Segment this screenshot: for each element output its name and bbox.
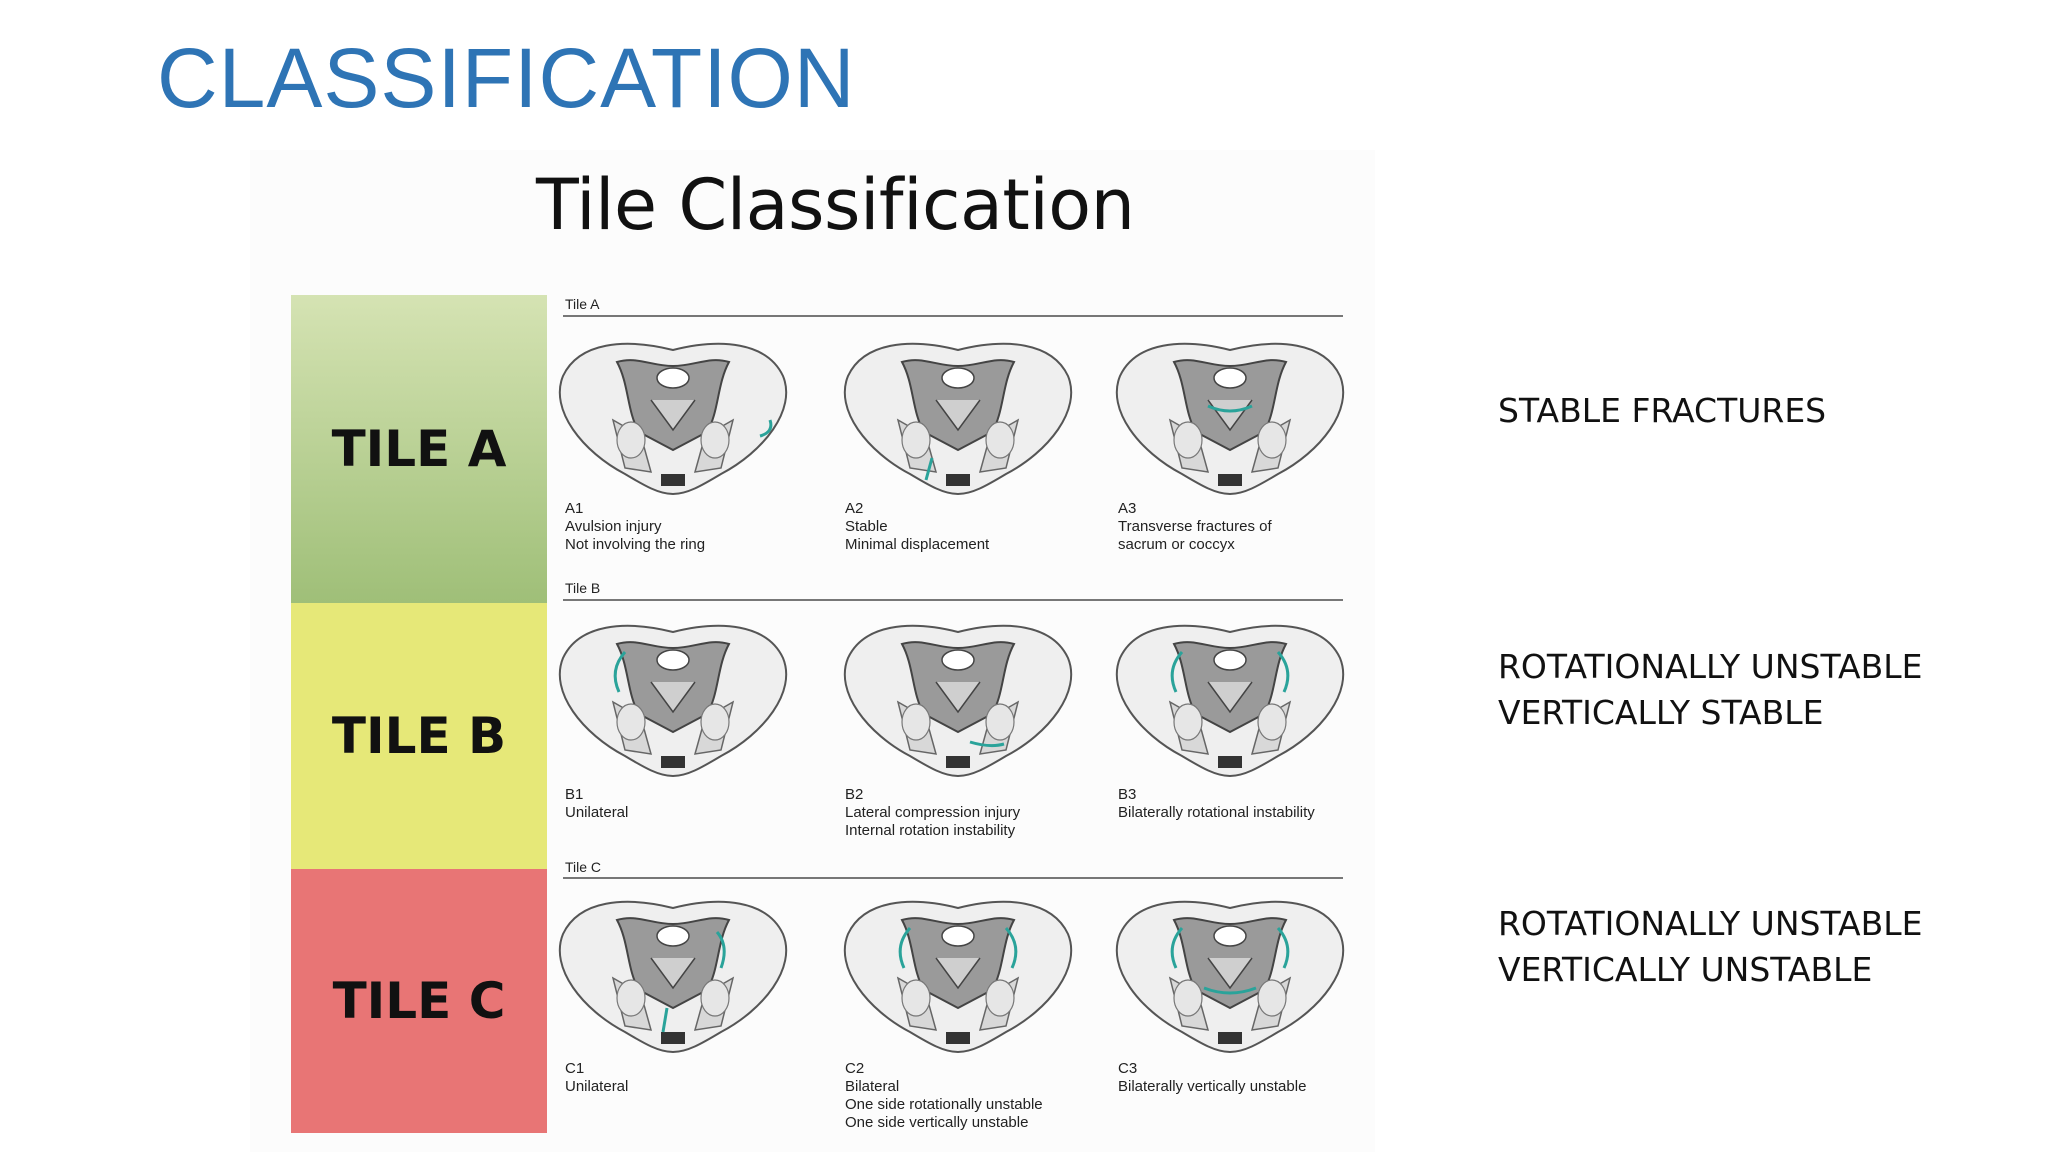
tile-a-band: TILE A (291, 295, 547, 603)
row-label-tile-c: Tile C (565, 859, 602, 875)
caption-code: B2 (845, 786, 864, 803)
row-label-tile-a: Tile A (565, 296, 600, 312)
description-line: STABLE FRACTURES (1498, 391, 1827, 430)
pelvis-c3-icon (1115, 900, 1345, 1053)
tile-c-label: TILE C (332, 972, 506, 1030)
pelvis-a2-icon (843, 342, 1073, 495)
caption-b1: B1 Unilateral (565, 786, 805, 822)
caption-line: Internal rotation instability (845, 822, 1016, 839)
caption-a2: A2 Stable Minimal displacement (845, 500, 1085, 554)
row-rule-tile-c (563, 877, 1343, 879)
caption-code: B3 (1118, 786, 1137, 803)
caption-b3: B3 Bilaterally rotational instability (1118, 786, 1358, 822)
tile-b-label: TILE B (331, 707, 507, 765)
caption-b2: B2 Lateral compression injury Internal r… (845, 786, 1085, 840)
row-rule-tile-b (563, 599, 1343, 601)
row-rule-tile-a (563, 315, 1343, 317)
description-tile-c: ROTATIONALLY UNSTABLE VERTICALLY UNSTABL… (1498, 901, 1923, 993)
caption-c2: C2 Bilateral One side rotationally unsta… (845, 1060, 1085, 1132)
tile-c-band: TILE C (291, 869, 547, 1133)
pelvis-b3-icon (1115, 624, 1345, 777)
caption-line: Minimal displacement (845, 536, 990, 553)
caption-a3: A3 Transverse fractures of sacrum or coc… (1118, 500, 1358, 554)
pelvis-a3-icon (1115, 342, 1345, 495)
tile-a-label: TILE A (331, 420, 507, 478)
caption-code: A3 (1118, 500, 1137, 517)
slide-title: CLASSIFICATION (157, 31, 856, 125)
pelvis-b2-icon (843, 624, 1073, 777)
pelvis-a1-icon (558, 342, 788, 495)
caption-line: Stable (845, 518, 888, 535)
description-line: VERTICALLY STABLE (1498, 693, 1824, 732)
description-line: ROTATIONALLY UNSTABLE (1498, 904, 1923, 943)
figure-title: Tile Classification (536, 164, 1135, 246)
tile-b-band: TILE B (291, 603, 547, 869)
pelvis-c1-icon (558, 900, 788, 1053)
caption-line: Bilaterally vertically unstable (1118, 1078, 1307, 1095)
caption-code: A2 (845, 500, 864, 517)
caption-code: C2 (845, 1060, 865, 1077)
caption-line: sacrum or coccyx (1118, 536, 1235, 553)
caption-line: Lateral compression injury (845, 804, 1021, 821)
caption-line: One side vertically unstable (845, 1114, 1029, 1131)
description-tile-b: ROTATIONALLY UNSTABLE VERTICALLY STABLE (1498, 644, 1923, 736)
tile-classification-figure: Tile Classification TILE A TILE B TILE C… (250, 150, 1375, 1152)
description-tile-a: STABLE FRACTURES (1498, 388, 1826, 434)
caption-c3: C3 Bilaterally vertically unstable (1118, 1060, 1358, 1096)
caption-code: B1 (565, 786, 584, 803)
caption-line: Bilateral (845, 1078, 900, 1095)
caption-line: Bilaterally rotational instability (1118, 804, 1315, 821)
caption-code: C3 (1118, 1060, 1138, 1077)
pelvis-b1-icon (558, 624, 788, 777)
caption-line: Not involving the ring (565, 536, 706, 553)
caption-line: Avulsion injury (565, 518, 662, 535)
caption-line: Transverse fractures of (1118, 518, 1272, 535)
caption-line: Unilateral (565, 1078, 629, 1095)
description-line: ROTATIONALLY UNSTABLE (1498, 647, 1923, 686)
caption-code: A1 (565, 500, 584, 517)
caption-line: Unilateral (565, 804, 629, 821)
caption-code: C1 (565, 1060, 585, 1077)
caption-a1: A1 Avulsion injury Not involving the rin… (565, 500, 805, 554)
pelvis-c2-icon (843, 900, 1073, 1053)
caption-c1: C1 Unilateral (565, 1060, 805, 1096)
caption-line: One side rotationally unstable (845, 1096, 1043, 1113)
row-label-tile-b: Tile B (565, 580, 601, 596)
description-line: VERTICALLY UNSTABLE (1498, 950, 1873, 989)
